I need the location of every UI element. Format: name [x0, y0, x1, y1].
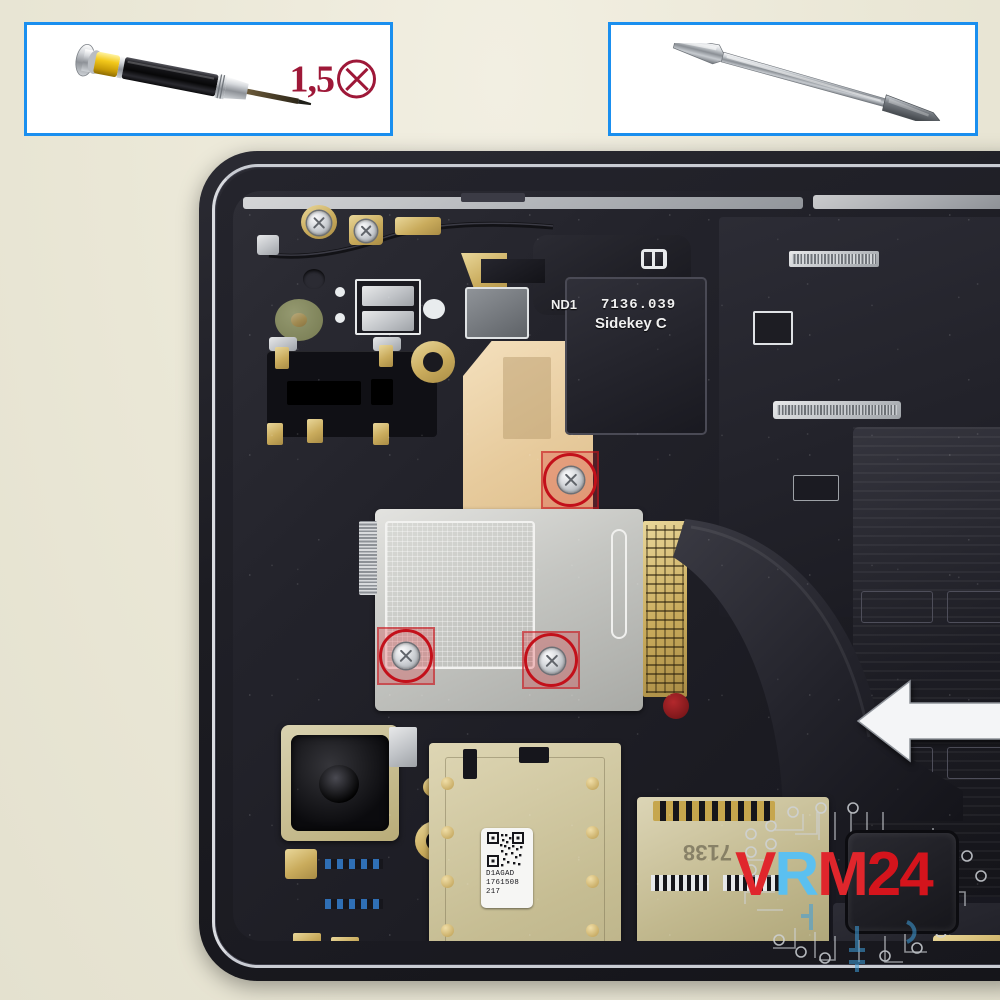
sd-socket-pins-b [723, 875, 781, 891]
display-connector-pins [777, 405, 897, 415]
shield-side-pins [359, 521, 377, 595]
gold-ribbon-contacts [643, 521, 687, 697]
dual-board-connector [355, 279, 421, 335]
mic-port-ring [415, 821, 457, 861]
antenna-rail-right [813, 195, 1000, 209]
screwdriver-size-value: 1,5 [289, 58, 335, 100]
jack-pin-4 [307, 419, 323, 443]
test-point-b [335, 313, 345, 323]
coaxial-antenna-cable [268, 221, 554, 259]
sticker-line-1: D1AGAD [486, 870, 515, 878]
jack-clip-left [269, 337, 297, 351]
jack-pin-2 [379, 345, 393, 367]
gold-flex-pad [395, 217, 441, 235]
board-screw-top-left [307, 211, 331, 235]
camera-connector-gold [838, 219, 878, 257]
silk-nd1: ND1 [551, 297, 578, 312]
arrow-left-icon [856, 679, 1000, 763]
display-connector [773, 401, 901, 419]
battery-vent-1 [861, 591, 933, 623]
screw-marker-bottom-right[interactable] [522, 631, 580, 689]
flex-marking-box [641, 249, 667, 269]
screw-marker-bl-ring [379, 629, 433, 683]
emi-foam-pad [465, 287, 529, 339]
jack-pin-1 [275, 347, 289, 369]
coax-connector [257, 235, 279, 255]
smd-row-1 [325, 859, 383, 869]
flash-bracket [389, 727, 417, 767]
screw-bottom-right[interactable] [539, 648, 565, 674]
battery-vent-2 [947, 591, 1000, 623]
mainboard-pcb: 7138 ND1 7136.039 Sidekey C [233, 191, 1000, 941]
green-pad [275, 299, 323, 341]
frame-notch [461, 193, 525, 202]
screw-hole [303, 269, 325, 289]
antenna-rail [243, 197, 803, 209]
board-screw-top-left-2 [355, 220, 377, 242]
phillips-cross-circle-icon [337, 59, 376, 99]
tool-card-spudger[interactable] [608, 22, 978, 136]
main-flex-cable [673, 519, 963, 821]
red-tact-button [663, 693, 689, 719]
screw-marker-br-ring [524, 633, 578, 687]
sd-card-socket: 7138 [637, 797, 829, 941]
smd-gold-2 [331, 937, 359, 941]
screw-marker-top[interactable] [541, 451, 599, 509]
sim-sticker-lines: D1AGAD 1761508 217 [486, 870, 531, 897]
silk-sidekey: Sidekey C [595, 315, 667, 332]
qr-code-icon [487, 832, 524, 867]
sd-socket-marking: 7138 [683, 840, 732, 865]
speaker-contact-ring [411, 341, 455, 383]
jack-pin-5 [373, 423, 389, 445]
screwdriver-size-label: 1,5 [289, 58, 376, 100]
test-pad-array [753, 311, 793, 345]
copper-flex-tab [461, 253, 507, 301]
proximity-pad [423, 299, 445, 319]
sidekey-flex-cable [533, 235, 691, 315]
smd-component [793, 475, 839, 501]
smd-row-2 [325, 899, 383, 909]
sim-tray-sticker: D1AGAD 1761508 217 [481, 828, 533, 908]
smd-gold-1 [293, 933, 321, 941]
screw-marker-bottom-left[interactable] [377, 627, 435, 685]
metal-spudger-icon [661, 36, 951, 127]
tool-card-screwdriver[interactable]: 1,5 [24, 22, 393, 136]
right-board-area [719, 217, 1000, 617]
battery-slab [853, 427, 1000, 897]
lower-right-board [833, 903, 1000, 941]
screw-marker-top-ring [543, 453, 597, 507]
rear-camera-module [281, 725, 399, 841]
phone-device-photo: 7138 ND1 7136.039 Sidekey C [199, 151, 1000, 981]
camera-connector-silver [889, 217, 929, 255]
battery-connector [789, 251, 879, 267]
gold-via-1 [423, 777, 445, 797]
sim-detect-switch [519, 747, 549, 763]
sticker-line-2: 1761508 [486, 879, 520, 888]
jack-pin-3 [267, 423, 283, 445]
test-point-a [335, 287, 345, 297]
jack-clip-right [373, 337, 401, 351]
screw-bottom-left[interactable] [393, 643, 419, 669]
soc-emi-shield [565, 277, 707, 435]
camera-flex-contact [285, 849, 317, 879]
sim-latch [463, 749, 477, 779]
vibration-contact [349, 215, 383, 245]
battery-connector-pins [792, 254, 876, 264]
screw-top[interactable] [558, 467, 584, 493]
screwdriver-icon [67, 39, 317, 125]
headphone-jack-housing [267, 351, 437, 437]
sidekey-flex-tail [481, 259, 545, 283]
sticker-line-3: 217 [486, 888, 501, 897]
shield-screw-pad-1 [301, 205, 337, 239]
sd-socket-pins-top [653, 801, 775, 821]
rf-shield-gold [933, 935, 1000, 941]
silk-part-number: 7136.039 [601, 297, 677, 313]
sd-socket-pins-a [651, 875, 709, 891]
